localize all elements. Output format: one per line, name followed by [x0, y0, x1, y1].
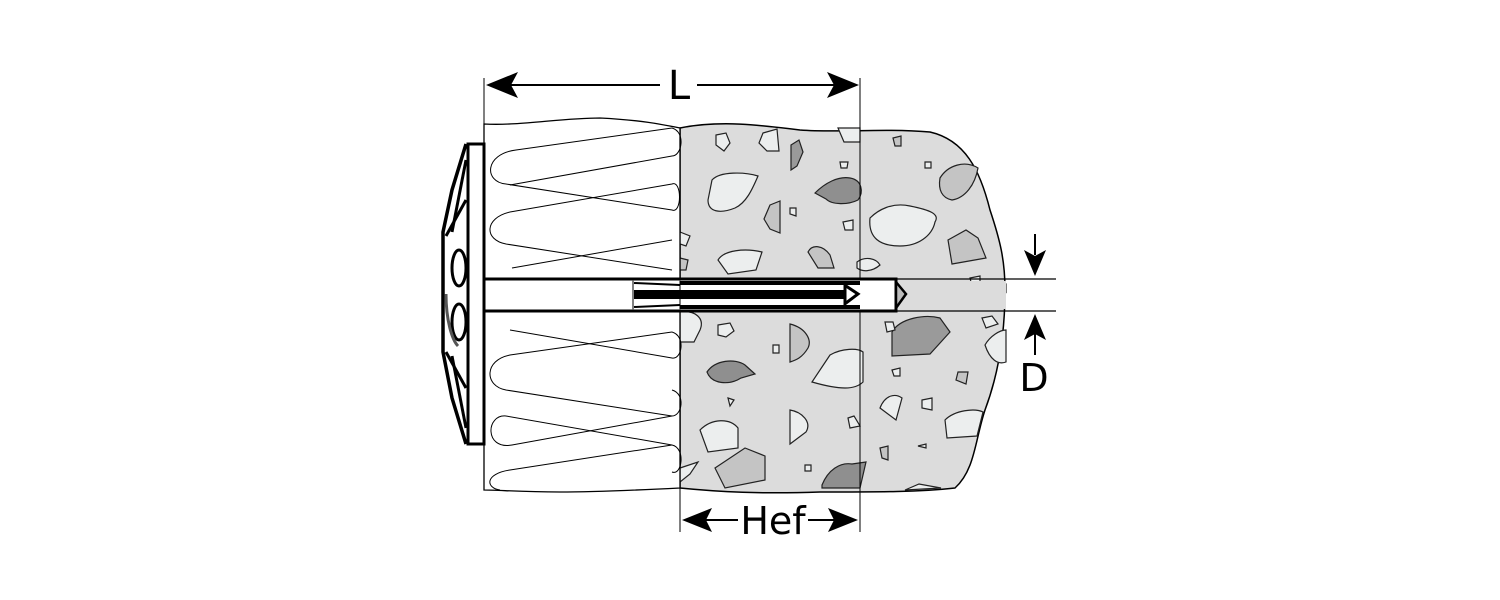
dimension-l: [486, 72, 859, 98]
expansion-nail: [634, 290, 846, 299]
label-length: L: [668, 63, 691, 109]
label-embedment-depth: Hef: [740, 499, 807, 543]
dimension-hef: [682, 508, 858, 532]
dowel-assembly: [482, 277, 1056, 313]
label-diameter: D: [1019, 356, 1048, 400]
dimension-d: [1024, 234, 1046, 355]
dowel-head: [441, 142, 486, 446]
aggregate-stones: [679, 127, 1007, 491]
